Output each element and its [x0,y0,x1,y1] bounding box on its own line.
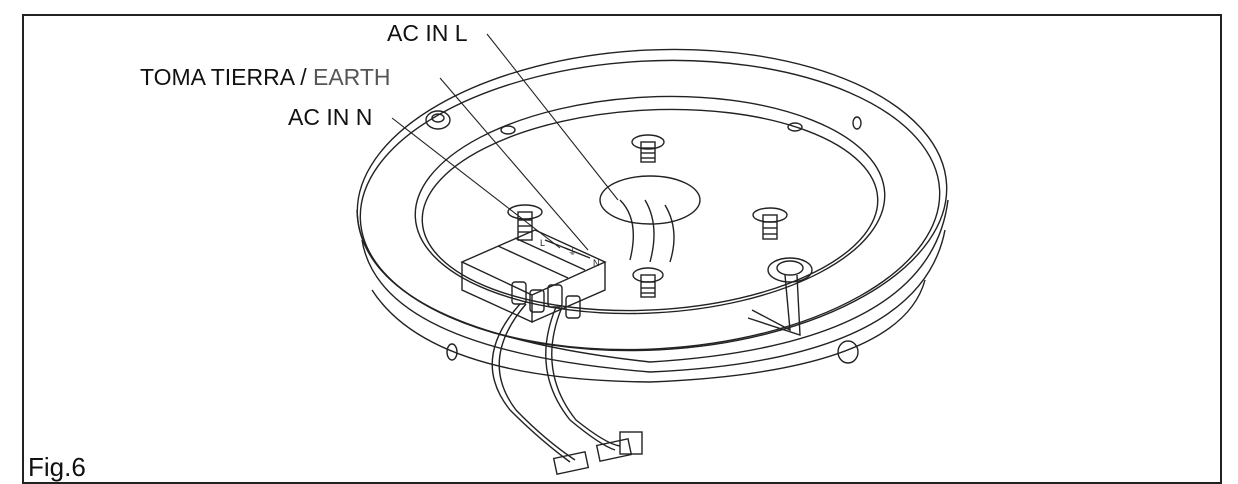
mounting-stud [752,207,788,240]
terminal-block [460,229,607,324]
wire-terminal [552,431,643,475]
leader-line-earth [439,77,589,251]
supply-wire [491,303,621,463]
leader-line-ac-in-l [486,33,619,201]
outer-ring [356,48,949,383]
terminal-mark-n: N [593,258,600,268]
label-earth: TOMA TIERRA / EARTH [140,66,391,89]
leader-line-ac-in-n [391,117,561,249]
figure-frame [22,14,1222,484]
mounting-stud [632,267,664,298]
label-earth-prefix: TOMA TIERRA / [140,64,313,90]
terminal-mark-earth: ⏚ [568,247,577,257]
leader-lines [391,33,619,251]
fixing-hole [446,116,862,361]
figure-caption: Fig.6 [28,452,86,482]
terminal-connector [511,281,581,319]
label-ac-in-l: AC IN L [387,20,468,46]
cable-gland [747,257,813,336]
label-ac-in-n: AC IN N [288,104,373,130]
cable-hole [599,175,701,263]
ring-screw [425,110,859,364]
label-earth-suffix: EARTH [312,64,391,90]
mounting-plate [414,95,886,315]
mounting-stud [631,134,665,163]
terminal-mark-l: L [540,238,545,248]
